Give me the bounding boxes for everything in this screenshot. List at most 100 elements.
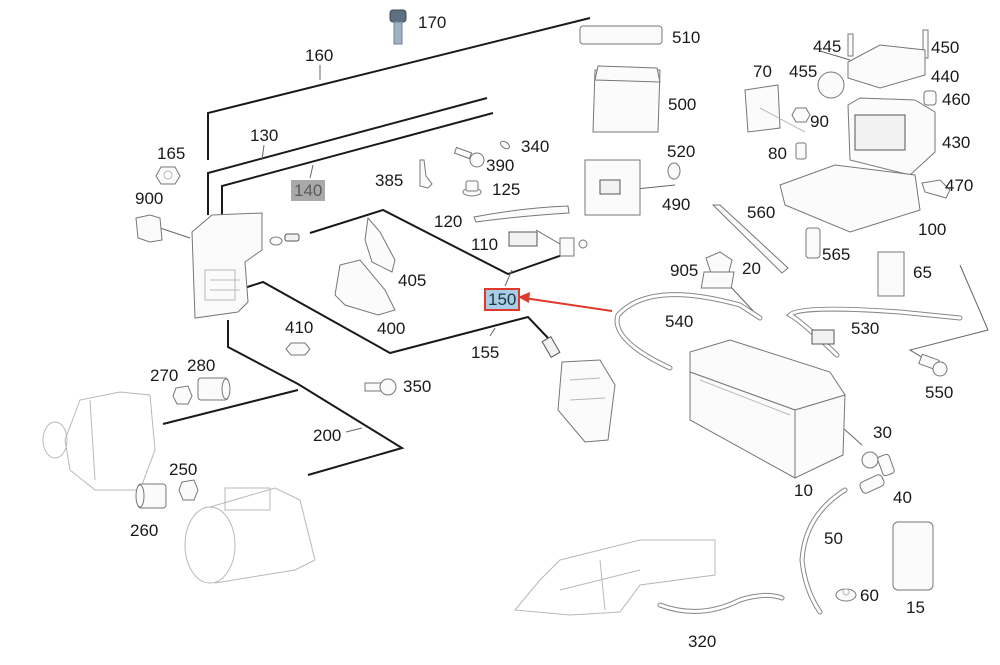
part-label-270[interactable]: 270 (150, 366, 179, 385)
part-label-110[interactable]: 110 (471, 235, 499, 254)
part-label-550[interactable]: 550 (925, 383, 954, 402)
alternator-icon[interactable] (42, 391, 156, 491)
part-label-15[interactable]: 15 (906, 598, 925, 617)
connector-155-icon[interactable] (541, 336, 561, 358)
part-label-905[interactable]: 905 (670, 261, 699, 280)
bulb-340-icon[interactable] (499, 140, 511, 151)
cable-540-icon[interactable] (614, 292, 763, 371)
hose-50-icon[interactable] (799, 487, 848, 615)
part-label-150-selected[interactable]: 150 (483, 288, 521, 311)
bolt-565-icon[interactable] (805, 227, 821, 259)
cover-510-icon[interactable] (579, 25, 663, 45)
part-label-10[interactable]: 10 (794, 481, 813, 500)
part-label-200[interactable]: 200 (313, 426, 342, 445)
part-label-400[interactable]: 400 (377, 319, 406, 338)
part-label-385[interactable]: 385 (375, 171, 404, 190)
clip-900-icon[interactable] (135, 214, 163, 243)
part-label-30[interactable]: 30 (873, 423, 892, 442)
part-label-60[interactable]: 60 (860, 586, 879, 605)
part-label-520[interactable]: 520 (667, 142, 696, 161)
screw-445-icon[interactable] (847, 33, 854, 57)
battery-10-icon[interactable] (689, 339, 846, 479)
bolt-170-icon[interactable] (389, 9, 407, 45)
part-label-455[interactable]: 455 (789, 62, 818, 81)
wrench-455-icon[interactable] (817, 71, 845, 99)
aux-battery-500-icon[interactable] (592, 65, 661, 133)
vent-hose-40-icon[interactable] (859, 453, 895, 495)
grommet-520-icon[interactable] (667, 162, 681, 180)
part-label-430[interactable]: 430 (942, 133, 971, 152)
bolt-550-icon[interactable] (918, 353, 948, 377)
cap-460-icon[interactable] (923, 90, 937, 106)
part-label-50[interactable]: 50 (824, 529, 843, 548)
part-label-280[interactable]: 280 (187, 356, 216, 375)
part-label-155[interactable]: 155 (471, 343, 500, 362)
part-label-70[interactable]: 70 (753, 62, 772, 81)
part-label-540[interactable]: 540 (665, 312, 694, 331)
bracket-400-icon[interactable] (334, 259, 396, 316)
part-label-20[interactable]: 20 (742, 259, 761, 278)
part-label-460[interactable]: 460 (942, 90, 971, 109)
part-label-350[interactable]: 350 (403, 377, 432, 396)
part-label-340[interactable]: 340 (521, 137, 550, 156)
nut-125-icon[interactable] (462, 180, 482, 197)
part-label-130[interactable]: 130 (250, 126, 279, 145)
nut-165-icon[interactable] (155, 166, 181, 185)
part-label-250[interactable]: 250 (169, 460, 198, 479)
part-label-140-dimmed[interactable]: 140 (291, 180, 326, 201)
part-label-530[interactable]: 530 (851, 319, 880, 338)
part-label-500[interactable]: 500 (668, 95, 697, 114)
relay-box-490-icon[interactable] (584, 159, 641, 216)
nut-270-icon[interactable] (172, 385, 193, 405)
part-label-100[interactable]: 100 (918, 220, 947, 239)
part-label-90[interactable]: 90 (810, 112, 829, 131)
nut-410-icon[interactable] (285, 342, 311, 356)
terminal-150-icon[interactable] (269, 233, 300, 246)
battery-tray-430-icon[interactable] (847, 97, 936, 176)
plug-80-icon[interactable] (795, 142, 807, 160)
bolt-350-icon[interactable] (364, 378, 397, 396)
holder-70-icon[interactable] (744, 84, 806, 133)
part-label-125[interactable]: 125 (492, 180, 521, 199)
base-plate-100-icon[interactable] (779, 164, 921, 233)
part-label-65[interactable]: 65 (913, 263, 932, 282)
part-label-390[interactable]: 390 (486, 156, 515, 175)
block-110-icon[interactable] (508, 231, 538, 247)
part-label-565[interactable]: 565 (822, 245, 851, 264)
part-label-490[interactable]: 490 (662, 195, 691, 214)
part-label-900[interactable]: 900 (135, 189, 164, 208)
nut-90-icon[interactable] (791, 107, 811, 123)
part-label-410[interactable]: 410 (285, 318, 314, 337)
connector-150-end-icon[interactable] (559, 237, 588, 257)
grommet-60-icon[interactable] (835, 588, 857, 602)
screw-390-icon[interactable] (453, 146, 485, 168)
part-label-170[interactable]: 170 (418, 13, 447, 32)
rail-560-icon[interactable] (711, 204, 789, 274)
bracket-385-icon[interactable] (419, 159, 433, 189)
starter-motor-icon[interactable] (184, 487, 316, 584)
part-label-440[interactable]: 440 (931, 67, 960, 86)
part-label-120[interactable]: 120 (434, 212, 463, 231)
part-label-40[interactable]: 40 (893, 488, 912, 507)
bushing-260-icon[interactable] (135, 483, 167, 509)
part-label-560[interactable]: 560 (747, 203, 776, 222)
bracket-405-icon[interactable] (364, 216, 396, 273)
fuse-box-icon[interactable] (191, 212, 263, 319)
pad-20-icon[interactable] (700, 271, 735, 289)
part-label-260[interactable]: 260 (130, 521, 159, 540)
nut-250-icon[interactable] (178, 479, 199, 501)
transmission-icon[interactable] (514, 539, 716, 616)
strap-120-icon[interactable] (473, 205, 570, 223)
part-label-510[interactable]: 510 (672, 28, 701, 47)
part-label-445[interactable]: 445 (813, 37, 842, 56)
part-label-165[interactable]: 165 (157, 144, 186, 163)
cover-15-icon[interactable] (892, 521, 934, 591)
control-module-440-icon[interactable] (847, 44, 926, 89)
part-label-160[interactable]: 160 (305, 46, 334, 65)
part-label-470[interactable]: 470 (945, 176, 974, 195)
hose-470-icon[interactable] (921, 179, 951, 199)
plug-30-icon[interactable] (861, 451, 879, 469)
ground-cable-320-icon[interactable] (657, 592, 785, 614)
part-label-405[interactable]: 405 (398, 271, 427, 290)
part-label-80[interactable]: 80 (768, 144, 787, 163)
